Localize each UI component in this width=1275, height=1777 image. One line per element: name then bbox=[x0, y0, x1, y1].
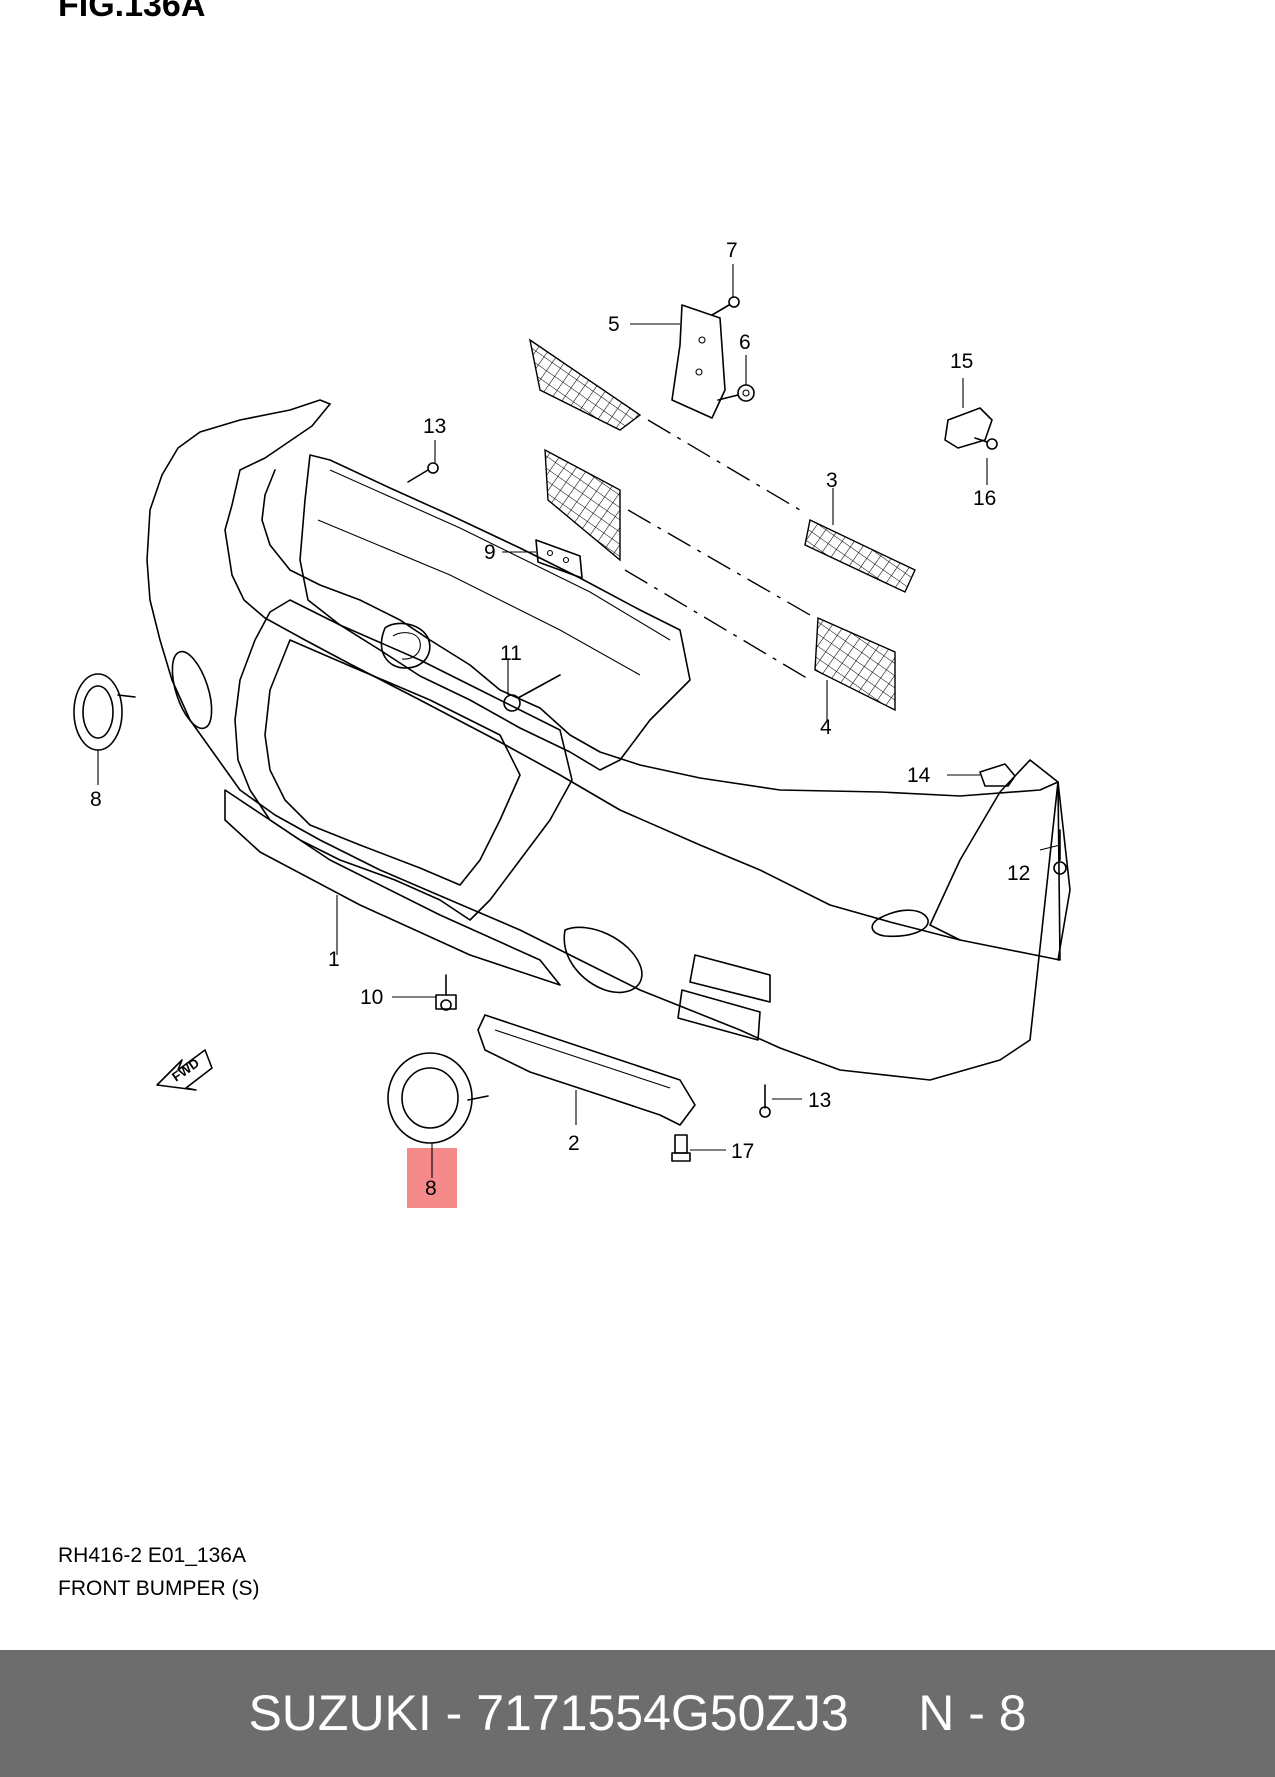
callout-1: 1 bbox=[328, 948, 340, 971]
callout-16: 16 bbox=[973, 487, 996, 510]
clip-15 bbox=[944, 407, 993, 449]
fastener-17 bbox=[671, 1134, 691, 1162]
callout-13-upper: 13 bbox=[423, 415, 446, 438]
grille-mesh-lower bbox=[544, 448, 896, 712]
callout-9: 9 bbox=[484, 541, 496, 564]
leader-lines bbox=[97, 264, 1061, 1178]
fog-cover-right bbox=[387, 1052, 489, 1144]
bolt-11 bbox=[503, 674, 561, 712]
figure-label: FIG.136A bbox=[58, 0, 206, 24]
callout-8-left: 8 bbox=[90, 788, 102, 811]
fog-cover-left bbox=[73, 673, 136, 751]
callout-7: 7 bbox=[726, 239, 738, 262]
callout-5: 5 bbox=[608, 313, 620, 336]
callout-3: 3 bbox=[826, 469, 838, 492]
screw-7 bbox=[711, 296, 740, 316]
lower-spoiler-2 bbox=[477, 1014, 696, 1126]
callout-13-lower: 13 bbox=[808, 1089, 831, 1112]
callout-10: 10 bbox=[360, 986, 383, 1009]
bumper-outline bbox=[146, 399, 1071, 1081]
diagram-title: FRONT BUMPER (S) bbox=[58, 1577, 260, 1600]
plate-9 bbox=[535, 539, 583, 579]
parts-diagram: FWD 1 2 3 4 5 6 7 8 8 9 10 11 12 13 13 1… bbox=[73, 239, 1071, 1208]
screw-13-upper bbox=[407, 462, 439, 483]
grille-mesh-upper bbox=[528, 338, 916, 593]
bumper-reinforcement bbox=[299, 454, 691, 771]
callout-14: 14 bbox=[907, 764, 931, 787]
screw-13-lower bbox=[759, 1084, 771, 1118]
callout-8-highlighted[interactable]: 8 bbox=[425, 1177, 437, 1200]
callout-2: 2 bbox=[568, 1132, 580, 1155]
fwd-arrow: FWD bbox=[156, 1049, 213, 1091]
bolt-10 bbox=[435, 974, 457, 1011]
footer-bar: SUZUKI - 7171554G50ZJ3 N - 8 bbox=[0, 1650, 1275, 1777]
callout-6: 6 bbox=[739, 331, 751, 354]
callout-15: 15 bbox=[950, 350, 973, 373]
clip-14 bbox=[979, 763, 1016, 787]
diagram-code: RH416-2 E01_136A bbox=[58, 1544, 246, 1567]
callout-4: 4 bbox=[820, 716, 832, 739]
bracket-5 bbox=[671, 304, 726, 419]
screw-16 bbox=[974, 437, 998, 450]
callout-11: 11 bbox=[500, 642, 522, 665]
footer-part-info: SUZUKI - 7171554G50ZJ3 N - 8 bbox=[248, 1685, 1027, 1741]
callout-17: 17 bbox=[731, 1140, 754, 1163]
callout-12: 12 bbox=[1007, 862, 1030, 885]
